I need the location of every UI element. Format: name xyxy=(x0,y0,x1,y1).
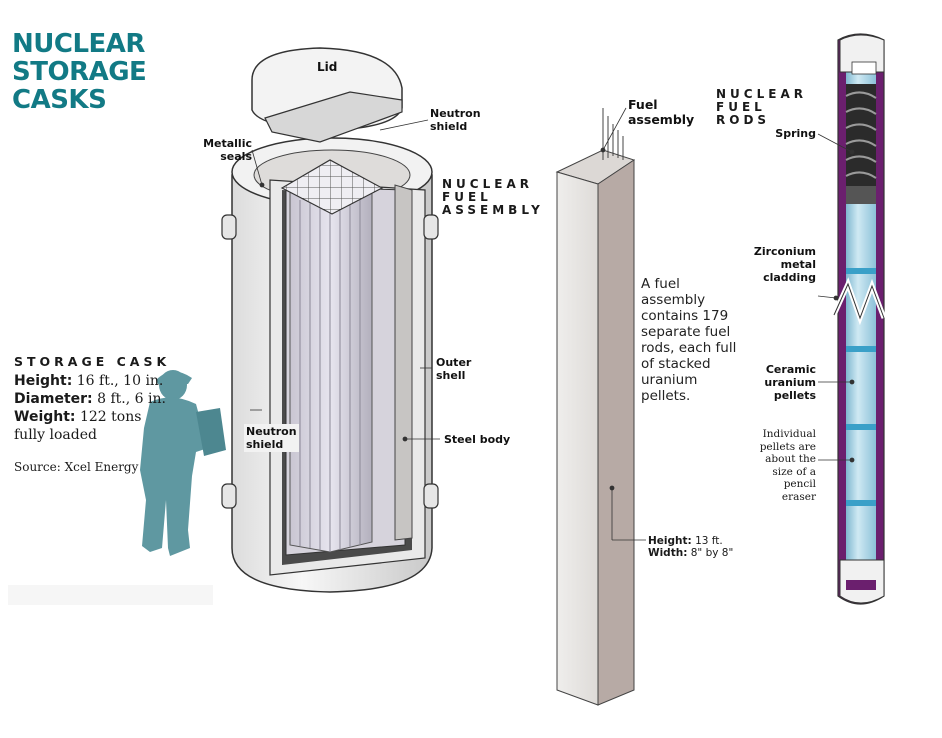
label-metallic-seals: Metallic seals xyxy=(196,137,252,163)
spec-key: Diameter: xyxy=(14,391,93,407)
storage-cask-heading: STORAGE CASK xyxy=(14,354,171,369)
heading-line: FUEL xyxy=(442,190,492,204)
label-line: Ceramic xyxy=(765,363,816,376)
note-line: Individual xyxy=(762,428,816,440)
label-line: Fuel xyxy=(628,97,658,112)
label-line: shell xyxy=(436,369,466,382)
source-credit: Source: Xcel Energy xyxy=(14,460,139,474)
label-line: pellets xyxy=(773,389,816,402)
desc-line: of stacked xyxy=(641,356,711,372)
desc-line: uranium xyxy=(641,372,698,388)
title-line: STORAGE xyxy=(12,57,147,87)
heading-line: RODS xyxy=(716,113,771,127)
dim-height: Height: 13 ft. xyxy=(648,535,733,547)
label-steel-body: Steel body xyxy=(444,433,511,446)
fuel-assembly-description: A fuel assembly contains 179 separate fu… xyxy=(641,276,771,404)
heading-line: NUCLEAR xyxy=(716,87,807,101)
label-line: shield xyxy=(246,438,284,451)
dim-value: 8" by 8" xyxy=(690,547,734,559)
label-line: shield xyxy=(430,120,468,133)
heading-line: ASSEMBLY xyxy=(442,203,544,217)
label-neutron-shield-inner: Neutron shield xyxy=(244,424,299,452)
label-line: uranium xyxy=(764,376,816,389)
label-zirconium-cladding: Zirconium metal cladding xyxy=(740,245,816,284)
pellet-size-note: Individual pellets are about the size of… xyxy=(740,428,816,503)
label-line: assembly xyxy=(628,112,695,127)
fuel-assembly-drawing xyxy=(555,108,636,706)
person-silhouette xyxy=(140,370,226,556)
label-line: cladding xyxy=(763,271,816,284)
bg-block xyxy=(8,585,213,605)
spec-value: 8 ft., 6 in. xyxy=(97,391,166,407)
label-line: metal xyxy=(780,258,816,271)
desc-line: pellets. xyxy=(641,388,691,404)
spec-diameter: Diameter: 8 ft., 6 in. xyxy=(14,390,166,408)
label-line: Outer xyxy=(436,356,472,369)
page-title: NUCLEAR STORAGE CASKS xyxy=(12,29,147,115)
note-line: pencil xyxy=(783,478,816,490)
label-ceramic-pellets: Ceramic uranium pellets xyxy=(740,363,816,402)
desc-line: assembly xyxy=(641,292,706,308)
cask-leader-lines xyxy=(250,119,440,442)
label-lid: Lid xyxy=(317,60,338,74)
label-line: Neutron xyxy=(246,425,297,438)
desc-line: separate fuel xyxy=(641,324,731,340)
label-spring: Spring xyxy=(775,127,816,140)
label-line: Neutron xyxy=(430,107,481,120)
dim-width: Width: 8" by 8" xyxy=(648,547,733,559)
nuclear-fuel-rods-heading: NUCLEAR FUEL RODS xyxy=(716,88,807,127)
label-line: seals xyxy=(220,150,252,163)
label-line: Zirconium xyxy=(753,245,816,258)
label-outer-shell: Outer shell xyxy=(436,356,471,382)
storage-cask-drawing xyxy=(221,47,439,593)
assembly-leader-lines xyxy=(600,107,646,541)
dim-key: Height: xyxy=(648,535,692,547)
label-neutron-shield-top: Neutron shield xyxy=(430,107,481,133)
spec-key: Weight: xyxy=(14,409,76,425)
nuclear-fuel-assembly-heading: NUCLEAR FUEL ASSEMBLY xyxy=(442,178,544,217)
spec-key: Height: xyxy=(14,373,73,389)
desc-line: A fuel xyxy=(641,276,680,292)
dim-key: Width: xyxy=(648,547,688,559)
spec-weight-cont: fully loaded xyxy=(14,427,97,443)
title-line: NUCLEAR xyxy=(12,29,145,59)
note-line: size of a xyxy=(772,465,816,478)
desc-line: rods, each full xyxy=(641,340,737,356)
spec-height: Height: 16 ft., 10 in. xyxy=(14,372,166,390)
spec-value: 122 tons xyxy=(79,409,142,425)
label-line: Metallic xyxy=(203,137,252,150)
fuel-assembly-dimensions: Height: 13 ft. Width: 8" by 8" xyxy=(648,535,733,559)
storage-cask-specs: Height: 16 ft., 10 in. Diameter: 8 ft., … xyxy=(14,372,166,444)
dim-value: 13 ft. xyxy=(695,535,723,547)
label-fuel-assembly: Fuel assembly xyxy=(628,97,694,127)
spec-value: 16 ft., 10 in. xyxy=(76,373,164,389)
rod-leader-lines xyxy=(817,133,855,463)
note-line: pellets are xyxy=(759,440,816,453)
desc-line: contains 179 xyxy=(641,308,729,324)
note-line: about the xyxy=(765,453,816,465)
fuel-rod-drawing xyxy=(831,33,887,605)
note-line: eraser xyxy=(781,490,816,503)
spec-weight: Weight: 122 tons xyxy=(14,408,166,426)
title-line: CASKS xyxy=(12,85,107,115)
heading-line: NUCLEAR xyxy=(442,177,533,191)
heading-line: FUEL xyxy=(716,100,766,114)
